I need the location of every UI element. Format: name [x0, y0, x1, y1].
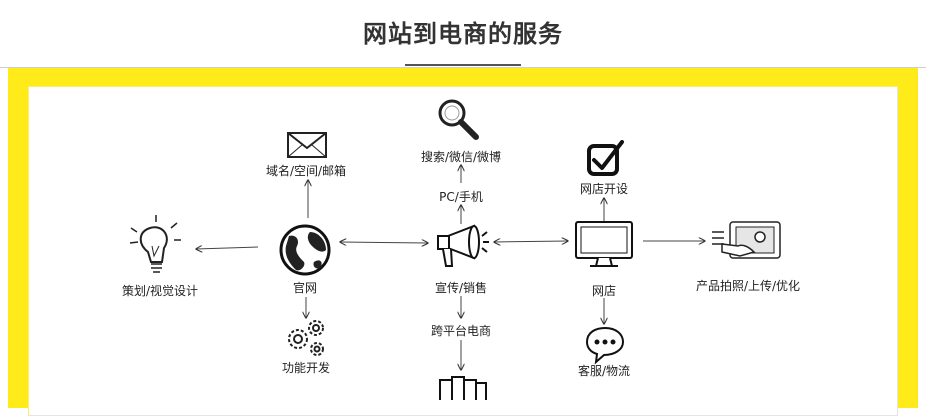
- label-feature-dev: 功能开发: [281, 361, 331, 375]
- label-pc-mobile: PC/手机: [439, 190, 483, 204]
- monitor-icon: [575, 221, 633, 267]
- gears-icon: [288, 320, 324, 356]
- chat-bubble-icon: [585, 326, 625, 365]
- label-search-wechat-weibo: 搜索/微信/微博: [420, 150, 502, 164]
- label-domain-space-mail: 域名/空间/邮箱: [265, 164, 347, 178]
- page-title: 网站到电商的服务: [363, 20, 563, 48]
- connector-globe-megaphone: [340, 242, 428, 243]
- label-promotion-sales: 宣传/销售: [434, 281, 488, 295]
- label-service-logistics: 客服/物流: [577, 364, 631, 378]
- divider-line: [0, 67, 926, 68]
- label-online-store: 网店: [591, 284, 617, 298]
- label-planning-visual: 策划/视觉设计: [121, 284, 199, 298]
- envelope-icon: [287, 132, 327, 158]
- label-website-official: 官网: [292, 281, 318, 295]
- label-store-dev: 网店开设: [579, 182, 629, 196]
- connector-megaphone-monitor: [494, 241, 568, 242]
- label-cross-platform: 跨平台电商: [430, 324, 492, 338]
- megaphone-icon: [437, 224, 489, 267]
- lightbulb-icon: [129, 215, 181, 273]
- connector-globe-bulb: [196, 247, 259, 249]
- touchscreen-icon: [712, 221, 781, 259]
- magnifier-icon: [438, 99, 479, 140]
- globe-icon: [279, 224, 331, 276]
- label-product-photo: 产品拍照/上传/优化: [695, 279, 801, 293]
- checkbox-icon: [587, 140, 624, 176]
- books-icon: [439, 376, 487, 400]
- service-diagram: [129, 99, 781, 400]
- title-underline: [405, 64, 521, 66]
